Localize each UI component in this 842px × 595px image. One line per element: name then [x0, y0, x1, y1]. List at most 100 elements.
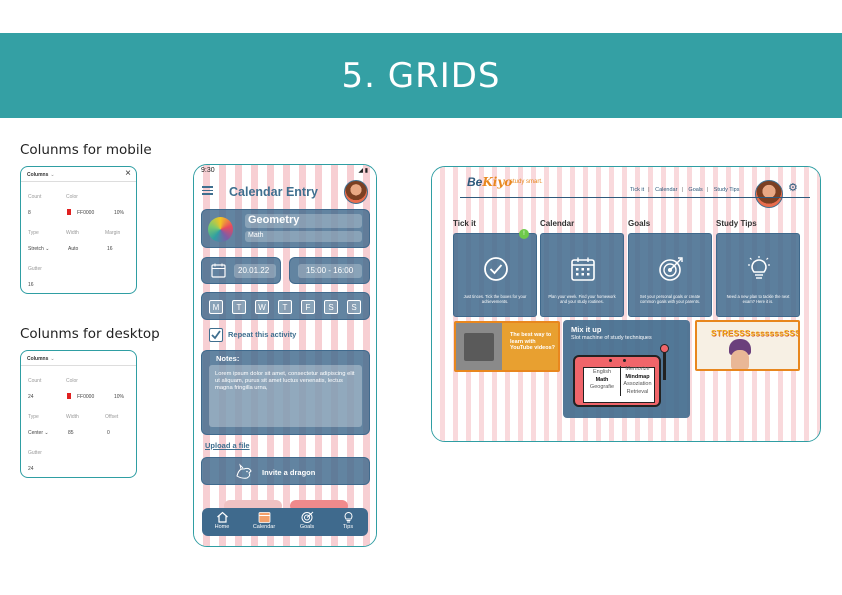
lightbulb-icon [748, 256, 770, 279]
nav-calendar[interactable]: Calendar [246, 511, 282, 530]
mix-title: Mix it up [571, 325, 602, 334]
day-sunday[interactable]: S [347, 300, 361, 314]
nav-calendar[interactable]: Calendar [655, 187, 678, 193]
subject-name: Geometry [248, 214, 300, 226]
video-tip-card[interactable]: The best way to learn with YouTube video… [454, 321, 560, 372]
width-label: Width [66, 414, 79, 420]
calendar-icon [211, 263, 226, 278]
type-select[interactable]: Stretch ⌄ [28, 246, 50, 252]
repeat-checkbox[interactable] [209, 328, 223, 342]
lever-knob[interactable] [660, 344, 669, 353]
color-swatch[interactable] [67, 209, 71, 215]
nav-study-tips[interactable]: Study Tips [713, 187, 740, 193]
weekday-selector: M T W T F S S [201, 292, 370, 320]
nav-tips[interactable]: Tips [330, 511, 366, 530]
chevron-down-icon: ⌄ [45, 246, 50, 252]
date-value: 20.01.22 [238, 266, 270, 275]
chevron-down-icon: ⌄ [50, 356, 55, 362]
logo[interactable]: BeKiyo [467, 175, 513, 189]
day-saturday[interactable]: S [324, 300, 338, 314]
notes-label: Notes: [216, 354, 240, 363]
dragon-icon [236, 463, 252, 479]
type-label: Type [28, 230, 39, 236]
margin-value[interactable]: 16 [107, 246, 113, 252]
day-friday[interactable]: F [301, 300, 315, 314]
banner-title: 5. GRIDS [341, 55, 501, 96]
color-wheel-icon[interactable] [208, 217, 233, 242]
section-banner: 5. GRIDS [0, 33, 842, 118]
notes-text: Lorem ipsum dolor sit amet, consectetur … [215, 371, 355, 392]
close-icon[interactable]: × [125, 168, 131, 179]
count-value[interactable]: 24 [28, 394, 34, 400]
gutter-value[interactable]: 16 [28, 282, 34, 288]
avatar[interactable] [755, 180, 783, 208]
day-wednesday[interactable]: W [255, 300, 269, 314]
day-tuesday[interactable]: T [232, 300, 246, 314]
section-title-study-tips: Study Tips [716, 219, 757, 228]
width-value[interactable]: Auto [68, 246, 79, 252]
status-time: 9:30 [201, 167, 215, 174]
calendar-card[interactable]: Plan your week. Find your homework and y… [540, 233, 624, 317]
count-value[interactable]: 8 [28, 210, 31, 216]
stress-tip-card[interactable]: STRESSSsssssssSSSS [695, 320, 800, 371]
mix-it-up-card[interactable]: Mix it up Slot machine of study techniqu… [563, 320, 690, 418]
signal-battery-icon: ◢ ▮ [358, 168, 368, 174]
invite-label: Invite a dragon [262, 468, 316, 477]
color-value[interactable]: FF0000 [77, 394, 95, 400]
study-tips-card[interactable]: Need a new plan to tackle the next exam?… [716, 233, 800, 317]
avatar[interactable] [344, 180, 368, 204]
time-field[interactable]: 15:00 - 16:00 [289, 257, 370, 284]
goals-card[interactable]: Set your personal goals or create common… [628, 233, 712, 317]
repeat-label: Repeat this activity [228, 330, 297, 339]
subject-input[interactable] [245, 214, 362, 228]
gutter-value[interactable]: 24 [28, 466, 34, 472]
count-label: Count [28, 194, 42, 200]
opacity-value[interactable]: 10% [114, 394, 125, 400]
header-divider [460, 197, 810, 198]
subject-sub-input[interactable] [245, 231, 362, 242]
divider [21, 181, 136, 182]
section-title-calendar: Calendar [540, 219, 575, 228]
nav-goals[interactable]: Goals [688, 187, 703, 193]
color-label: Color [66, 194, 78, 200]
color-value[interactable]: FF0000 [77, 210, 95, 216]
type-select[interactable]: Center ⌄ [28, 430, 49, 436]
notification-badge: ! [519, 229, 529, 239]
tagline: study smart. [510, 179, 543, 185]
gutter-label: Gutter [28, 450, 42, 456]
nav-label: Tips [342, 524, 354, 530]
width-value[interactable]: 85 [68, 430, 74, 436]
panel-header[interactable]: Columns⌄ [27, 356, 55, 362]
color-label: Color [66, 378, 78, 384]
menu-icon[interactable] [202, 186, 213, 195]
slot-lever[interactable] [663, 350, 666, 380]
day-monday[interactable]: M [209, 300, 223, 314]
tick-it-card[interactable]: Just tinces. Tick the boxes for your ach… [453, 233, 537, 317]
bottom-nav: Home Calendar Goals Tips [202, 508, 368, 536]
panel-header[interactable]: Columns⌄ [27, 172, 55, 178]
color-swatch[interactable] [67, 393, 71, 399]
card-description: Plan your week. Find your homework and y… [548, 294, 616, 304]
offset-value[interactable]: 0 [107, 430, 110, 436]
opacity-value[interactable]: 10% [114, 210, 125, 216]
target-icon [301, 511, 313, 523]
nav-tick-it[interactable]: Tick it [630, 187, 645, 193]
home-icon [216, 511, 228, 523]
upload-link[interactable]: Upload a file [205, 441, 250, 450]
subject-card[interactable]: Geometry Math [201, 209, 370, 248]
date-field[interactable]: 20.01.22 [201, 257, 281, 284]
mix-subtitle: Slot machine of study techniques [571, 335, 652, 341]
gear-icon[interactable]: ⚙ [788, 182, 798, 194]
notes-textarea[interactable]: Lorem ipsum dolor sit amet, consectetur … [209, 365, 362, 427]
top-nav: Tick it| Calendar| Goals| Study Tips [630, 187, 740, 193]
time-value: 15:00 - 16:00 [306, 266, 354, 275]
nav-goals[interactable]: Goals [289, 511, 325, 530]
invite-dragon-button[interactable]: Invite a dragon [201, 457, 370, 485]
day-thursday[interactable]: T [278, 300, 292, 314]
mobile-columns-panel: Columns⌄ × Count Color 8 FF0000 10% Type… [20, 166, 137, 294]
nav-home[interactable]: Home [204, 511, 240, 530]
